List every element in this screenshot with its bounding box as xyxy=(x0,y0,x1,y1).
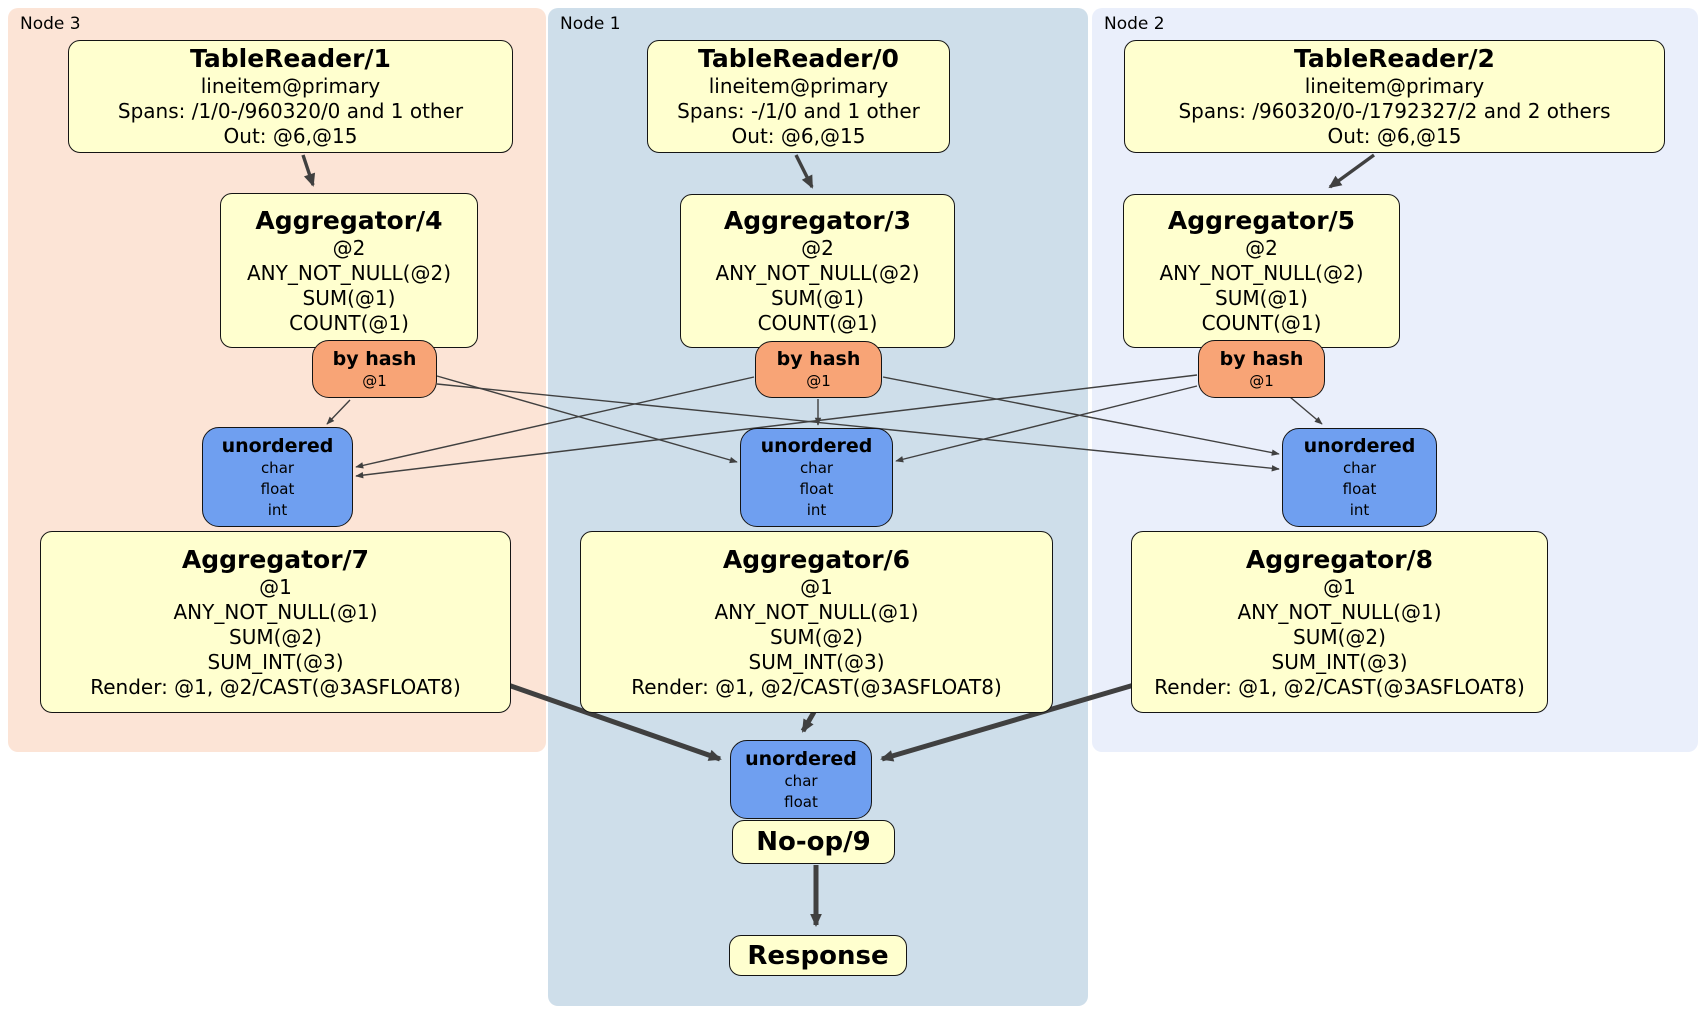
router-line: @1 xyxy=(806,372,831,390)
group-node3-label: Node 3 xyxy=(20,14,81,34)
processor-line: @2 xyxy=(801,236,834,260)
processor-line: SUM(@2) xyxy=(1293,624,1386,649)
processor-response: Response xyxy=(729,935,907,976)
processor-title: No-op/9 xyxy=(756,827,871,857)
processor-tablereader2: TableReader/2 lineitem@primary Spans: /9… xyxy=(1124,40,1665,153)
processor-title: Aggregator/5 xyxy=(1167,206,1356,235)
router-title: by hash xyxy=(332,347,417,370)
sync-line: char xyxy=(784,771,818,790)
processor-line: ANY_NOT_NULL(@2) xyxy=(247,260,451,285)
sync-line: float xyxy=(1342,480,1377,498)
sync-line: char xyxy=(799,459,834,477)
processor-line: SUM(@2) xyxy=(229,624,322,649)
processor-line: @1 xyxy=(1323,574,1356,599)
processor-title: TableReader/1 xyxy=(190,44,391,73)
processor-line: @2 xyxy=(1245,236,1278,260)
processor-line: ANY_NOT_NULL(@2) xyxy=(715,261,920,285)
processor-line: SUM_INT(@3) xyxy=(1271,649,1408,674)
processor-line: COUNT(@1) xyxy=(757,311,878,335)
processor-title: Aggregator/6 xyxy=(722,544,911,574)
router-title: by hash xyxy=(776,348,861,370)
processor-line: ANY_NOT_NULL(@1) xyxy=(714,599,919,624)
processor-line: Spans: /960320/0-/1792327/2 and 2 others xyxy=(1178,99,1611,123)
sync-line: float xyxy=(784,792,818,811)
processor-line: Render: @1, @2/CAST(@3ASFLOAT8) xyxy=(90,674,461,699)
sync-title: unordered xyxy=(221,434,334,457)
sync-line: int xyxy=(806,501,827,519)
processor-line: lineitem@primary xyxy=(1304,74,1485,98)
router-hash-node1: by hash @1 xyxy=(755,341,882,398)
processor-line: SUM(@1) xyxy=(302,285,396,310)
group-node2-label: Node 2 xyxy=(1104,14,1165,34)
sync-line: float xyxy=(260,479,295,498)
group-node1-label: Node 1 xyxy=(560,14,621,34)
processor-line: ANY_NOT_NULL(@1) xyxy=(1237,599,1442,624)
processor-line: Out: @6,@15 xyxy=(731,124,866,148)
processor-line: SUM_INT(@3) xyxy=(207,649,344,674)
processor-line: lineitem@primary xyxy=(200,74,381,98)
sync-unordered-node2: unordered char float int xyxy=(1282,428,1437,527)
processor-aggregator8: Aggregator/8 @1 ANY_NOT_NULL(@1) SUM(@2)… xyxy=(1131,531,1548,713)
processor-line: @1 xyxy=(800,574,833,599)
processor-tablereader0: TableReader/0 lineitem@primary Spans: -/… xyxy=(647,40,950,153)
processor-title: Aggregator/8 xyxy=(1245,544,1434,574)
router-hash-node3: by hash @1 xyxy=(312,340,437,398)
processor-title: Aggregator/7 xyxy=(181,544,370,574)
processor-line: SUM(@2) xyxy=(770,624,863,649)
sync-line: float xyxy=(799,480,834,498)
processor-aggregator7: Aggregator/7 @1 ANY_NOT_NULL(@1) SUM(@2)… xyxy=(40,531,511,713)
processor-title: TableReader/2 xyxy=(1294,44,1495,73)
processor-line: lineitem@primary xyxy=(708,74,889,98)
sync-title: unordered xyxy=(1303,435,1416,457)
router-hash-node2: by hash @1 xyxy=(1198,340,1325,398)
processor-line: @2 xyxy=(332,235,366,260)
processor-title: TableReader/0 xyxy=(698,44,899,73)
processor-line: Out: @6,@15 xyxy=(223,124,358,148)
processor-aggregator3: Aggregator/3 @2 ANY_NOT_NULL(@2) SUM(@1)… xyxy=(680,194,955,348)
processor-aggregator6: Aggregator/6 @1 ANY_NOT_NULL(@1) SUM(@2)… xyxy=(580,531,1053,713)
processor-line: SUM_INT(@3) xyxy=(748,649,885,674)
processor-line: Render: @1, @2/CAST(@3ASFLOAT8) xyxy=(1154,674,1525,699)
processor-line: Spans: /1/0-/960320/0 and 1 other xyxy=(117,99,464,123)
processor-aggregator5: Aggregator/5 @2 ANY_NOT_NULL(@2) SUM(@1)… xyxy=(1123,194,1400,348)
processor-line: ANY_NOT_NULL(@1) xyxy=(173,599,378,624)
processor-tablereader1: TableReader/1 lineitem@primary Spans: /1… xyxy=(68,40,513,153)
processor-line: Spans: -/1/0 and 1 other xyxy=(677,99,920,123)
processor-line: Out: @6,@15 xyxy=(1327,124,1462,148)
sync-line: char xyxy=(1342,459,1377,477)
processor-line: COUNT(@1) xyxy=(289,310,409,335)
processor-title: Response xyxy=(747,940,889,971)
sync-line: int xyxy=(1349,501,1370,519)
sync-unordered-final: unordered char float xyxy=(730,740,872,819)
processor-title: Aggregator/3 xyxy=(723,206,912,235)
router-line: @1 xyxy=(362,371,387,390)
sync-title: unordered xyxy=(760,435,873,457)
processor-line: SUM(@1) xyxy=(771,286,864,310)
processor-aggregator4: Aggregator/4 @2 ANY_NOT_NULL(@2) SUM(@1)… xyxy=(220,193,478,348)
sync-unordered-node1: unordered char float int xyxy=(740,428,893,527)
processor-line: SUM(@1) xyxy=(1215,286,1308,310)
sync-title: unordered xyxy=(745,747,857,770)
processor-title: Aggregator/4 xyxy=(255,205,443,235)
processor-noop9: No-op/9 xyxy=(732,820,895,864)
processor-line: @1 xyxy=(259,574,292,599)
sync-line: int xyxy=(267,500,288,519)
processor-line: Render: @1, @2/CAST(@3ASFLOAT8) xyxy=(631,674,1002,699)
processor-line: ANY_NOT_NULL(@2) xyxy=(1159,261,1364,285)
sync-unordered-node3: unordered char float int xyxy=(202,427,353,527)
router-title: by hash xyxy=(1219,347,1304,370)
router-line: @1 xyxy=(1249,371,1274,390)
processor-line: COUNT(@1) xyxy=(1201,311,1322,335)
sync-line: char xyxy=(260,458,295,477)
